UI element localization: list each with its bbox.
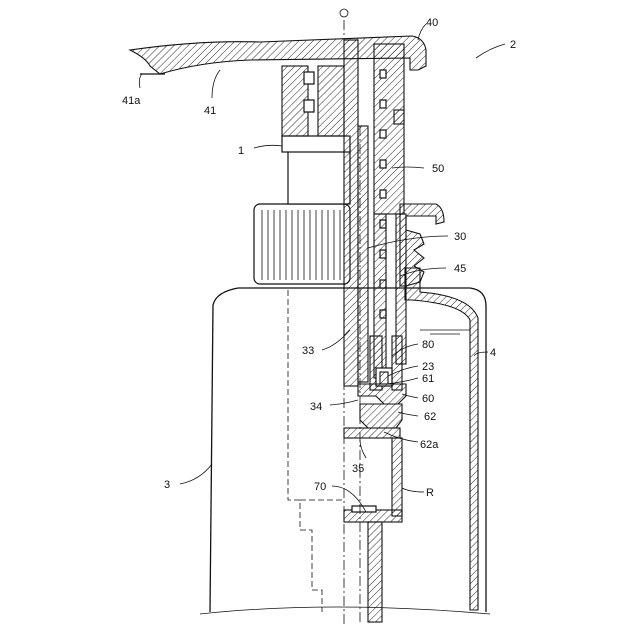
label-3: 3 [164, 479, 170, 491]
screw-cap [254, 136, 350, 284]
label-23: 23 [422, 361, 434, 373]
label-60: 60 [422, 393, 434, 405]
refill-container [405, 268, 478, 610]
label-40: 40 [426, 17, 438, 29]
label-50: 50 [432, 163, 444, 175]
piston-rod [344, 40, 368, 386]
label-80: 80 [422, 339, 434, 351]
label-62: 62 [424, 411, 436, 423]
label-1: 1 [238, 145, 244, 157]
label-62a: 62a [420, 439, 439, 451]
axis-origin-mark [340, 9, 348, 17]
label-34: 34 [310, 401, 322, 413]
hidden-outline [288, 290, 345, 612]
label-45: 45 [454, 263, 466, 275]
label-61: 61 [422, 373, 434, 385]
label-30: 30 [454, 231, 466, 243]
label-33: 33 [302, 345, 314, 357]
label-2: 2 [510, 39, 516, 51]
label-4: 4 [490, 347, 496, 359]
label-41a: 41a [122, 95, 141, 107]
label-R: R [426, 487, 434, 499]
label-41: 41 [204, 105, 216, 117]
label-35: 35 [352, 463, 364, 475]
label-70: 70 [314, 481, 326, 493]
